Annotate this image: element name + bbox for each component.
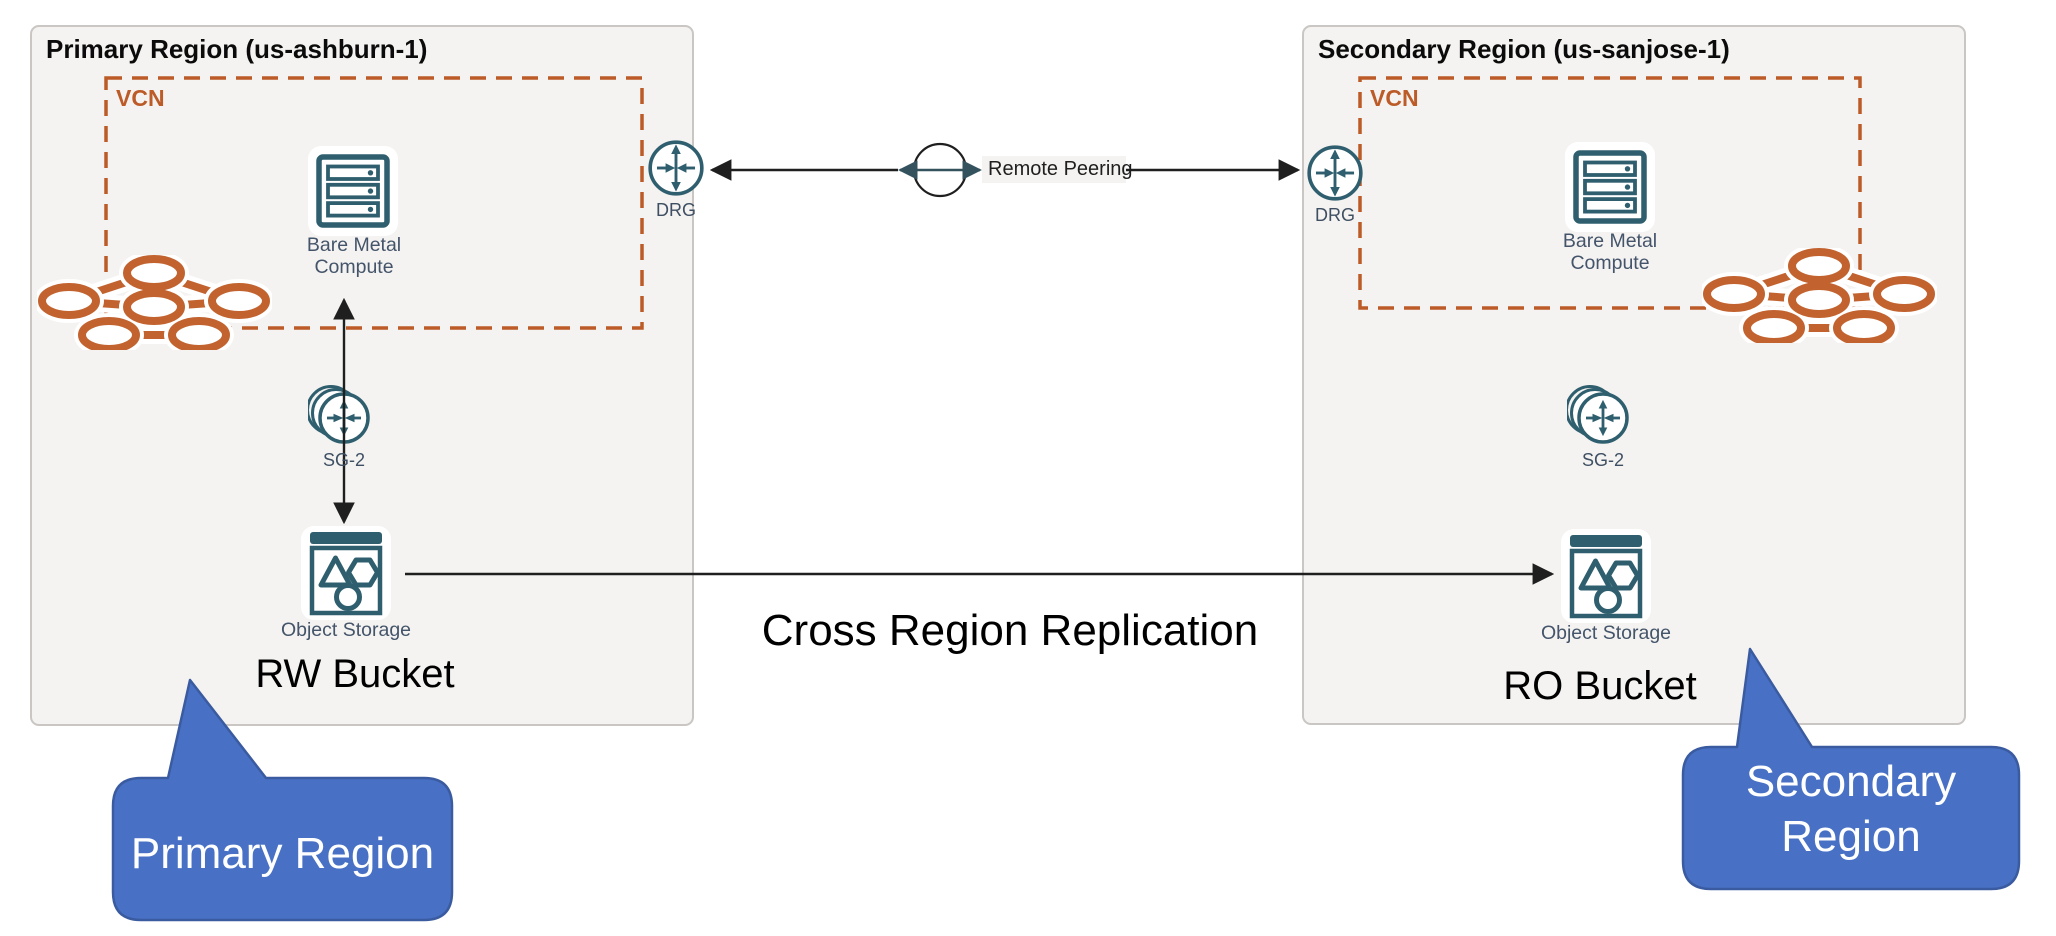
bare-metal-caption: Bare Metal Compute: [279, 234, 429, 278]
object-storage-icon: [1564, 532, 1648, 620]
primary-region-callout-text: Primary Region: [130, 829, 435, 878]
secondary-region-title: Secondary Region (us-sanjose-1): [1318, 34, 1730, 64]
remote-peering-icon: [898, 142, 982, 198]
drg-icon: [1307, 145, 1363, 201]
service-gateway-label: SG-2: [322, 450, 365, 470]
bare-metal-compute-icon: [311, 149, 395, 233]
object-storage-icon: [304, 529, 388, 617]
bare-metal-caption: Bare Metal Compute: [1535, 230, 1685, 274]
secondary-region-callout-text-wrap: Secondary Region: [1745, 757, 1957, 861]
service-gateway-icon: [1567, 385, 1629, 444]
bare-metal-caption-line1: Bare Metal: [1562, 230, 1658, 252]
network-cluster-icon: [37, 255, 272, 350]
cross-region-replication-label: Cross Region Replication: [761, 606, 1259, 655]
bare-metal-caption-line1: Bare Metal: [306, 234, 402, 256]
rw-bucket-label: RW Bucket: [255, 652, 455, 696]
remote-peering-label: Remote Peering: [982, 156, 1133, 183]
secondary-region-box: [1302, 25, 1966, 725]
secondary-vcn-label: VCN: [1370, 85, 1419, 111]
primary-region-title: Primary Region (us-ashburn-1): [46, 34, 428, 64]
primary-vcn-label: VCN: [116, 85, 165, 111]
drg-label: DRG: [1315, 205, 1355, 225]
drg-icon: [648, 140, 704, 196]
network-cluster-icon: [1702, 248, 1937, 343]
bare-metal-caption-line2: Compute: [314, 256, 394, 278]
drg-label: DRG: [656, 200, 696, 220]
bare-metal-compute-icon: [1568, 145, 1652, 229]
ro-bucket-label: RO Bucket: [1503, 664, 1697, 708]
object-storage-label: Object Storage: [1540, 622, 1672, 644]
object-storage-label: Object Storage: [280, 619, 412, 641]
secondary-region-callout-text: Secondary Region: [1683, 754, 2019, 864]
service-gateway-icon: [308, 385, 370, 444]
service-gateway-label: SG-2: [1581, 450, 1624, 470]
bare-metal-caption-line2: Compute: [1570, 252, 1650, 274]
